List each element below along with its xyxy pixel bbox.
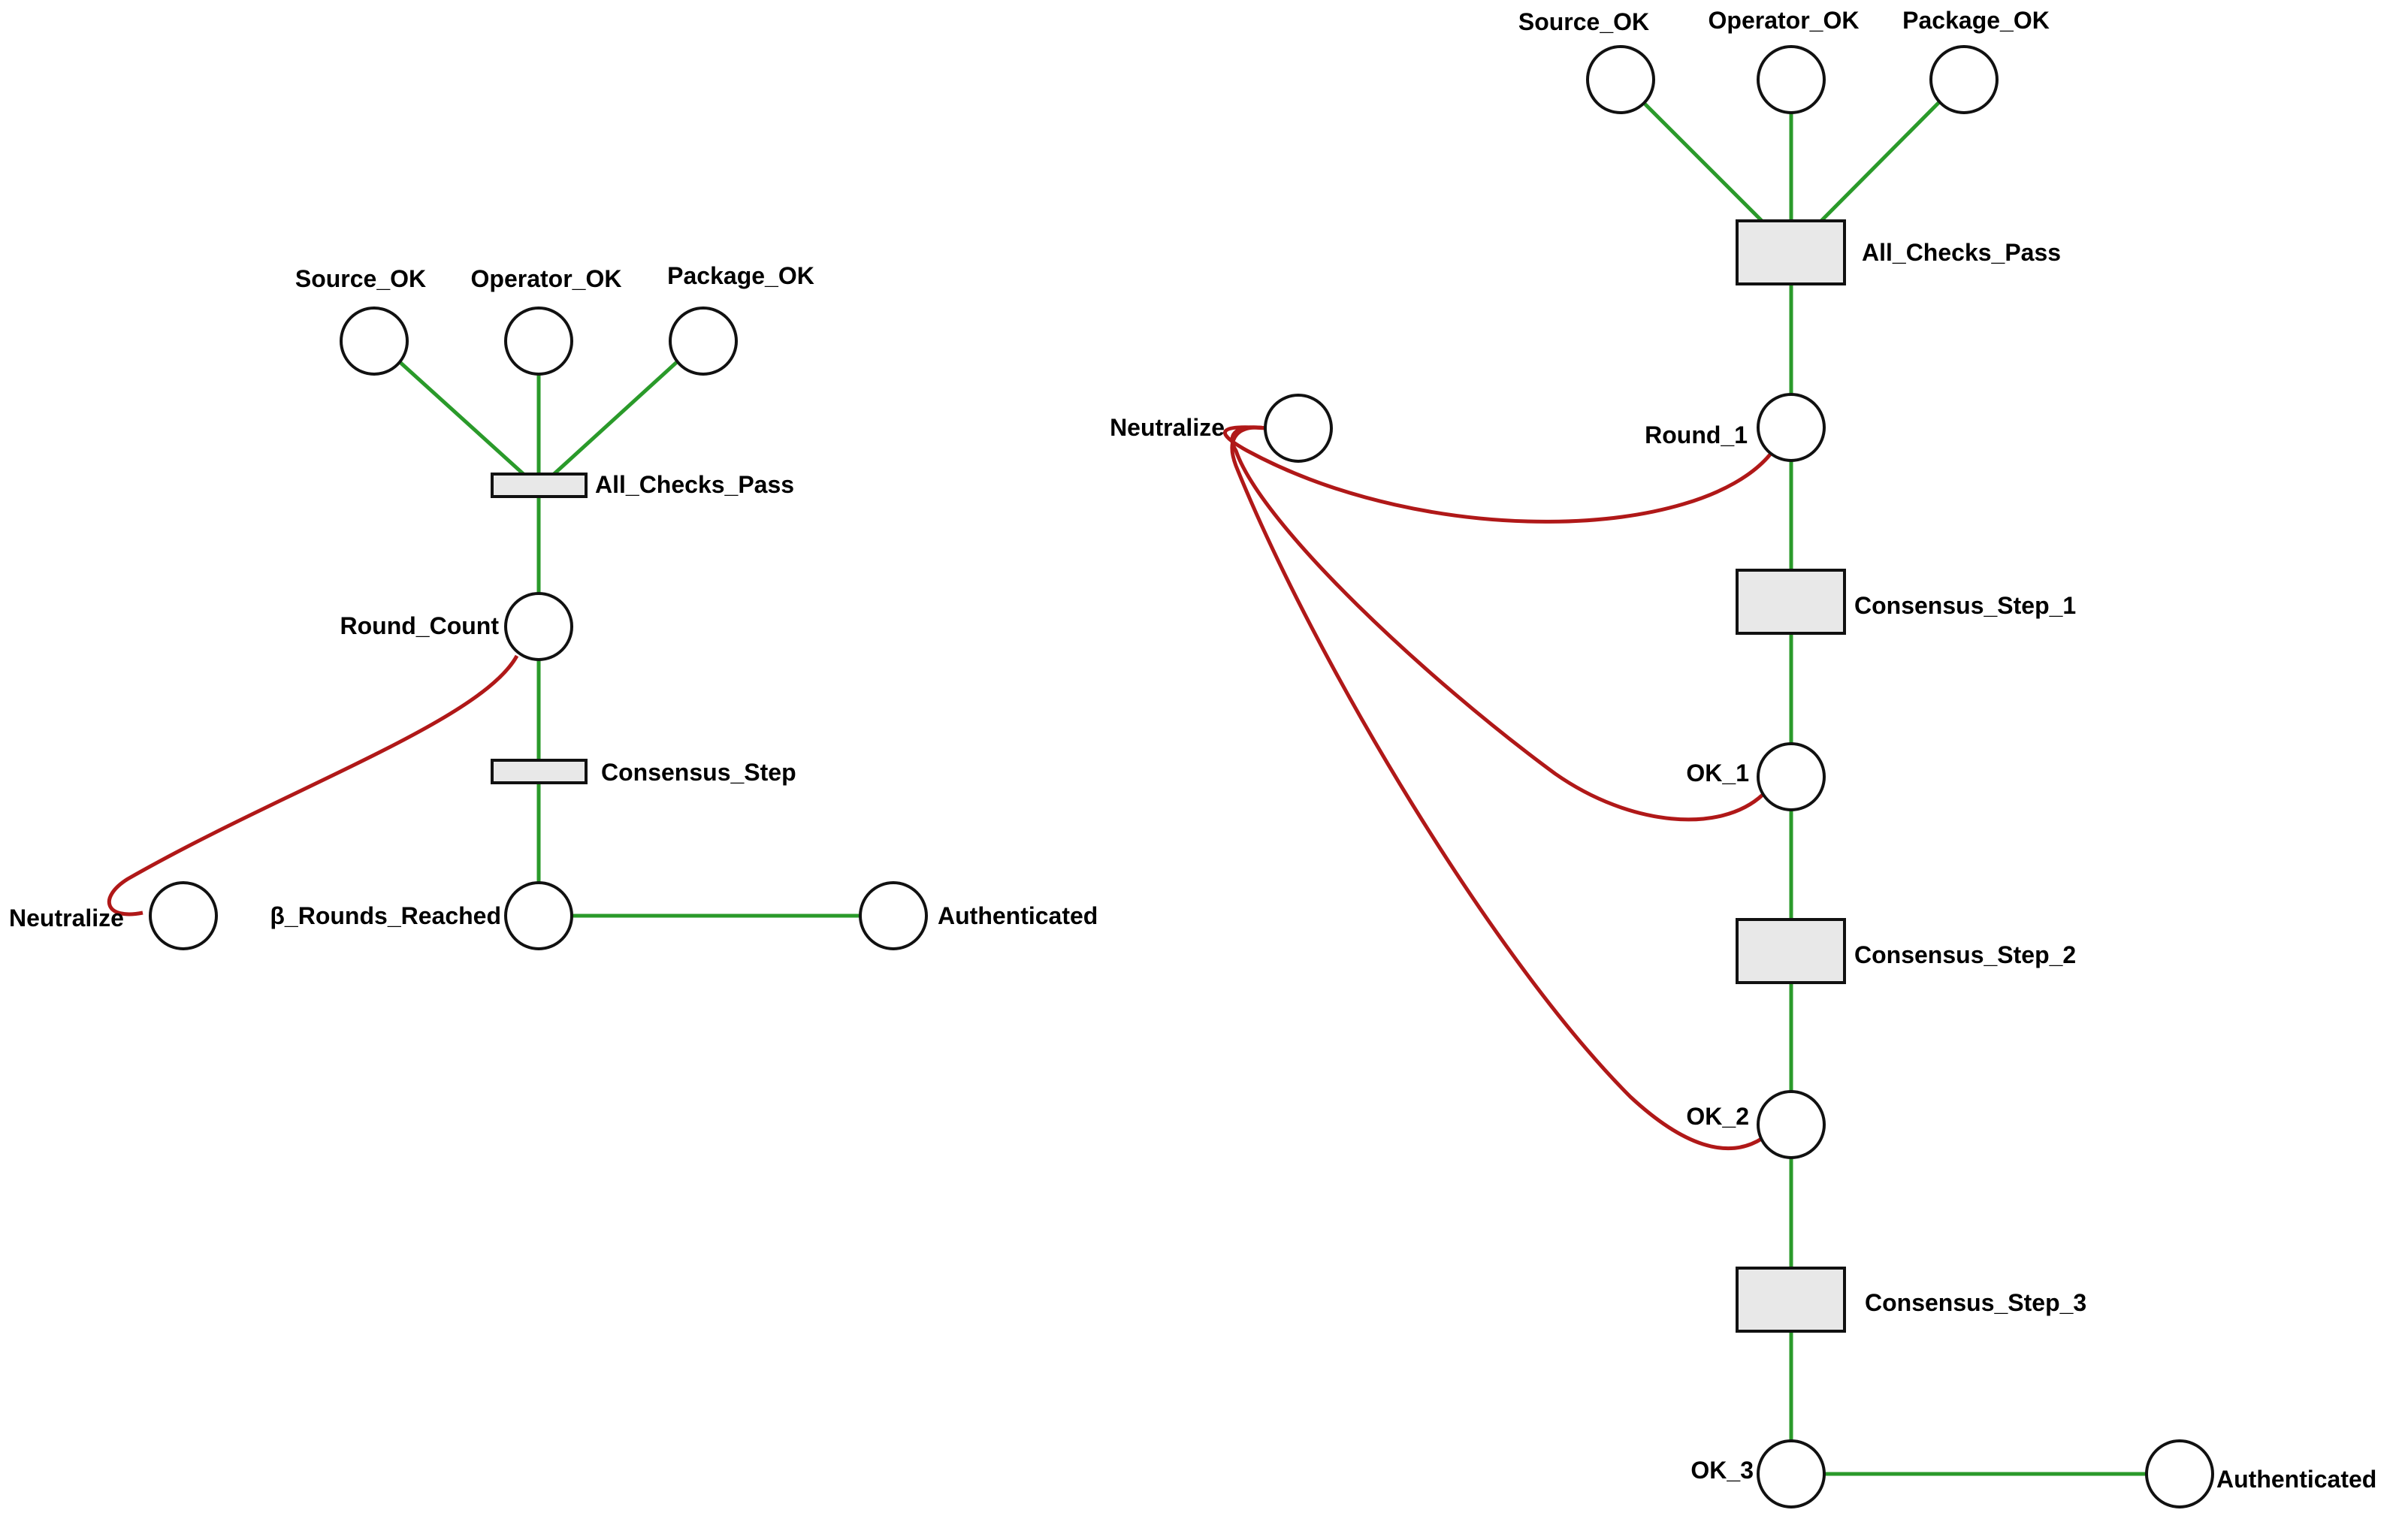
right-place-neutralize	[1264, 394, 1333, 463]
left-transition-consensus-step	[491, 759, 588, 784]
right-place-operator-ok	[1757, 45, 1826, 114]
left-place-rounds-reached	[504, 881, 573, 950]
right-inhibitor-arc-ok1-neutralize	[1230, 425, 1764, 822]
right-label-source-ok: Source_OK	[1518, 8, 1649, 35]
left-label-operator-ok: Operator_OK	[471, 265, 622, 292]
left-place-operator-ok	[504, 307, 573, 376]
right-label-ok-3: OK_3	[1690, 1457, 1754, 1484]
right-place-ok-2	[1757, 1090, 1826, 1159]
right-arc-source-to-checks	[1640, 99, 1763, 222]
right-place-source-ok	[1586, 45, 1655, 114]
right-inhibitor-arc-ok2-neutralize	[1230, 425, 1764, 1151]
right-place-round-1	[1757, 393, 1826, 462]
left-label-all-checks-pass: All_Checks_Pass	[595, 471, 794, 498]
left-inhibitor-arc-round-neutralize	[107, 654, 519, 917]
left-place-neutralize	[149, 881, 218, 950]
left-label-neutralize: Neutralize	[9, 904, 124, 932]
right-transition-all-checks-pass	[1736, 219, 1846, 285]
right-label-authenticated: Authenticated	[2216, 1466, 2376, 1493]
right-label-consensus-step-3: Consensus_Step_3	[1865, 1289, 2086, 1316]
right-label-operator-ok: Operator_OK	[1709, 7, 1860, 34]
right-place-authenticated	[2145, 1439, 2214, 1508]
right-arc-package-to-checks	[1820, 99, 1942, 222]
left-arc-source-to-checks	[397, 359, 527, 478]
left-label-consensus-step: Consensus_Step	[601, 759, 796, 786]
right-label-round-1: Round_1	[1645, 421, 1748, 448]
right-label-ok-1: OK_1	[1686, 759, 1749, 787]
right-net: Source_OK Operator_OK Package_OK All_Che…	[1110, 7, 2376, 1508]
left-place-source-ok	[340, 307, 409, 376]
left-net: Source_OK Operator_OK Package_OK All_Che…	[9, 262, 1098, 950]
left-label-round-count: Round_Count	[340, 612, 500, 639]
left-arc-package-to-checks	[550, 359, 680, 478]
left-place-round-count	[504, 592, 573, 661]
left-label-source-ok: Source_OK	[295, 265, 426, 292]
left-place-package-ok	[669, 307, 738, 376]
right-place-ok-1	[1757, 742, 1826, 811]
left-label-rounds-reached: β_Rounds_Reached	[270, 902, 501, 929]
left-transition-all-checks-pass	[491, 473, 588, 498]
right-transition-consensus-step-2	[1736, 918, 1846, 984]
right-label-consensus-step-1: Consensus_Step_1	[1854, 592, 2076, 619]
right-transition-consensus-step-3	[1736, 1267, 1846, 1333]
right-inhibitor-arc-round1-neutralize	[1223, 425, 1772, 524]
right-label-all-checks-pass: All_Checks_Pass	[1862, 239, 2061, 266]
right-place-ok-3	[1757, 1439, 1826, 1508]
right-label-ok-2: OK_2	[1686, 1103, 1749, 1130]
left-label-authenticated: Authenticated	[938, 902, 1098, 929]
right-label-package-ok: Package_OK	[1902, 7, 2050, 34]
right-place-package-ok	[1929, 45, 1999, 114]
left-place-authenticated	[859, 881, 928, 950]
left-label-package-ok: Package_OK	[667, 262, 814, 289]
right-label-consensus-step-2: Consensus_Step_2	[1854, 941, 2076, 968]
right-transition-consensus-step-1	[1736, 569, 1846, 635]
right-label-neutralize: Neutralize	[1110, 414, 1225, 441]
